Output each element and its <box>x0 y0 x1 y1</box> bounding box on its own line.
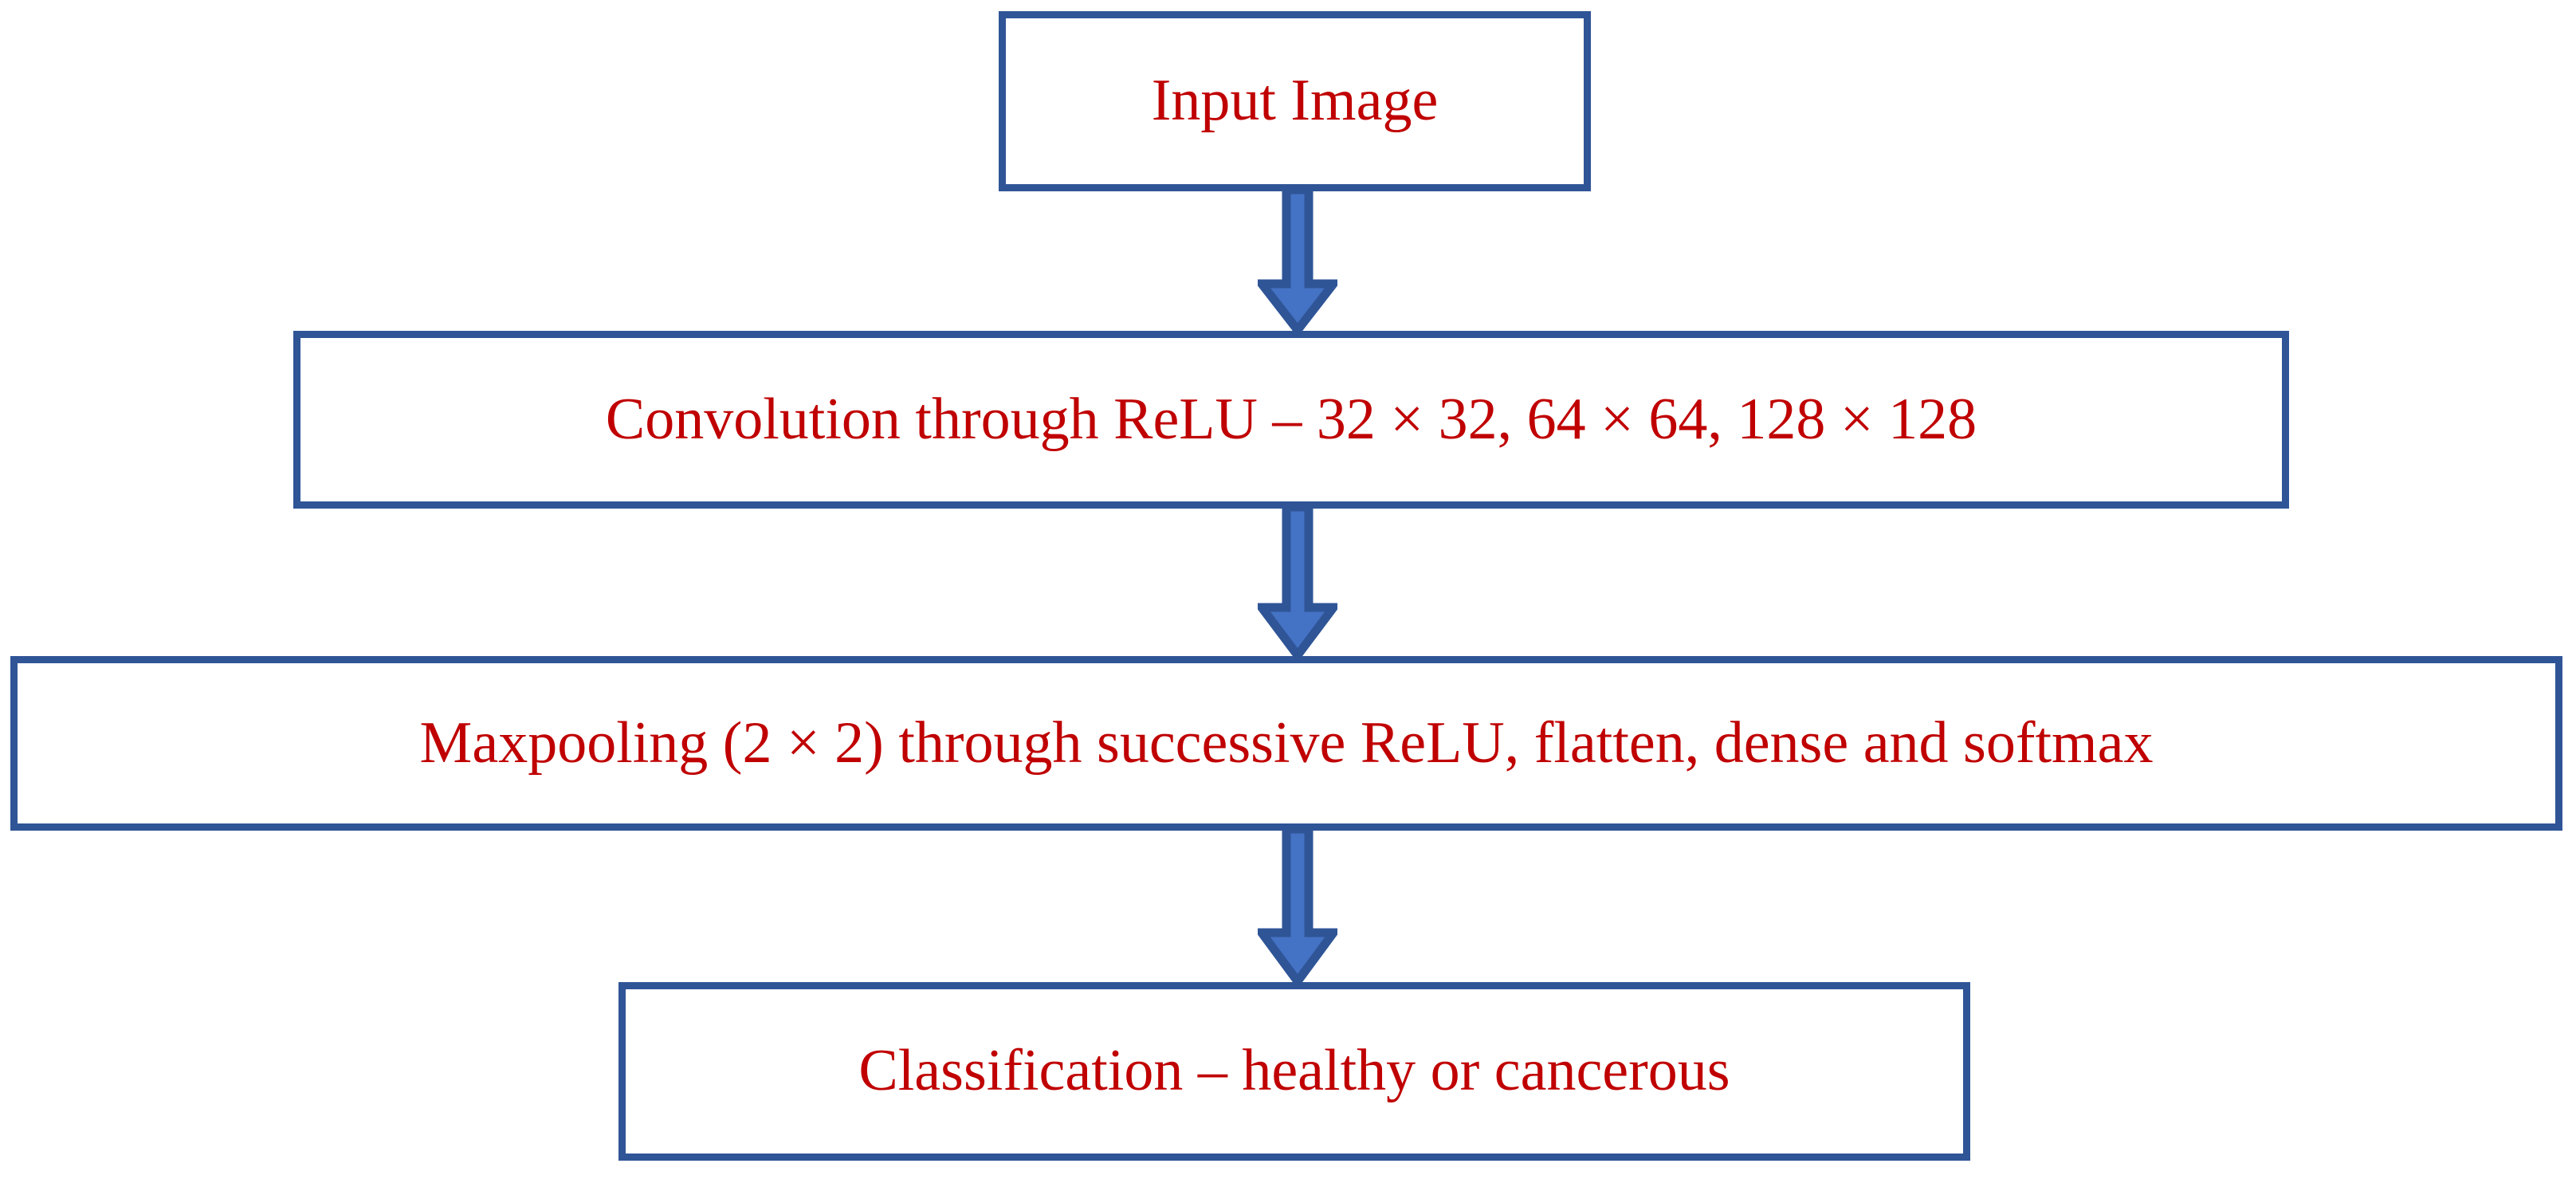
down-arrow-glyph <box>1258 507 1337 658</box>
flowchart-node-label: Convolution through ReLU – 32 × 32, 64 ×… <box>605 386 1977 452</box>
down-arrow-icon <box>1258 507 1337 658</box>
flowchart-node-input-image: Input Image <box>999 11 1591 191</box>
flowchart-node-convolution: Convolution through ReLU – 32 × 32, 64 ×… <box>293 331 2289 509</box>
flowchart-node-label: Input Image <box>1151 68 1439 134</box>
down-arrow-glyph <box>1258 829 1337 985</box>
down-arrow-glyph <box>1258 190 1337 333</box>
flowchart-node-classification: Classification – healthy or cancerous <box>618 982 1970 1161</box>
down-arrow-icon <box>1258 190 1337 333</box>
flowchart-node-maxpooling: Maxpooling (2 × 2) through successive Re… <box>10 656 2562 831</box>
flowchart-node-label: Maxpooling (2 × 2) through successive Re… <box>419 709 2154 776</box>
down-arrow-icon <box>1258 829 1337 985</box>
flowchart-node-label: Classification – healthy or cancerous <box>858 1038 1730 1104</box>
